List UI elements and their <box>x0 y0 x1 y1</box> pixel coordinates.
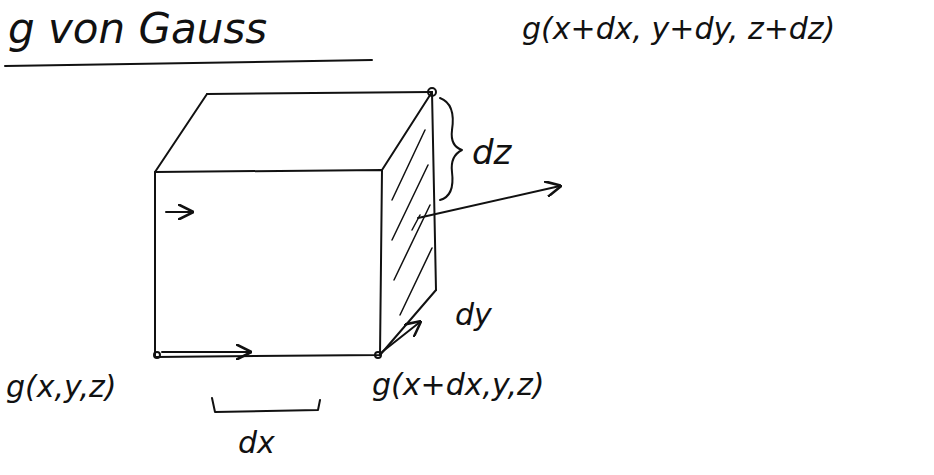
math-label: g(x+dx, y+dy, z+dz) <box>522 14 835 44</box>
flux-arrow <box>382 322 420 352</box>
dx-bracket <box>212 398 320 412</box>
corner-dot <box>154 352 160 358</box>
flux-arrow <box>162 351 250 353</box>
corner-dot <box>428 88 436 96</box>
math-label: dz <box>472 135 511 169</box>
corner-dot <box>375 352 381 358</box>
math-label: g(x+dx,y,z) <box>372 370 544 400</box>
math-label: g(x,y,z) <box>6 372 116 402</box>
cube-edge <box>432 92 436 290</box>
math-label: dx <box>238 428 275 458</box>
flux-arrow <box>166 211 192 213</box>
cube-edge <box>207 92 432 94</box>
page-title: g von Gauss <box>8 8 267 50</box>
face-hatching <box>392 130 432 315</box>
flux-arrow <box>418 186 560 218</box>
math-label: dy <box>455 300 492 330</box>
title-underline <box>5 60 372 66</box>
cube-edge <box>155 94 207 172</box>
cube-front-face <box>155 170 382 357</box>
dz-brace <box>440 98 462 200</box>
